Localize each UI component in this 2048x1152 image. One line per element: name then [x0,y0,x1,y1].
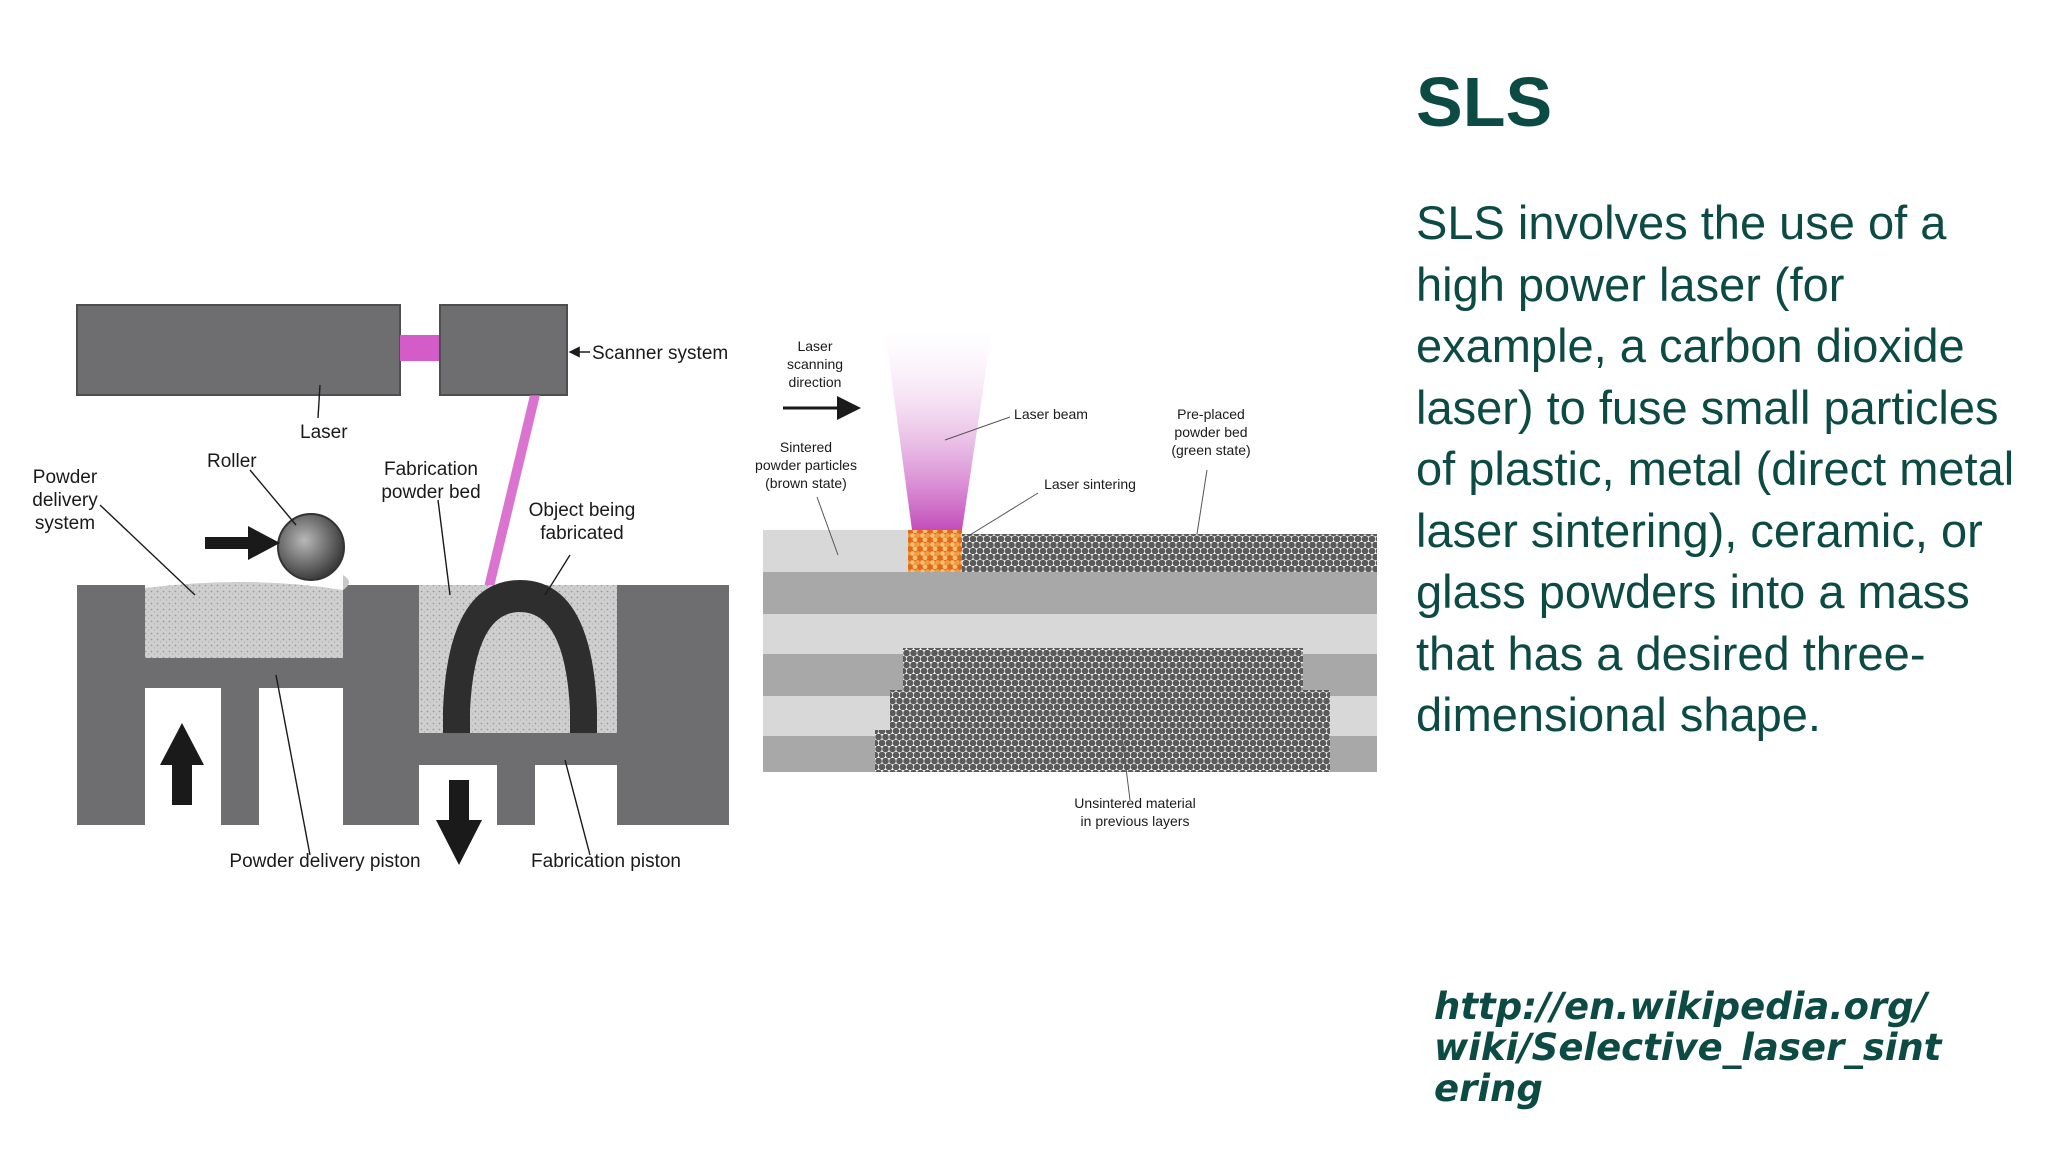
powder-delivery-piston-plate [145,658,343,688]
sls-diagram-svg: Scanner system Laser Roller Powder deliv… [32,304,1377,872]
label-powder-delivery-1: Powder [33,467,98,488]
label-powder-delivery-2: delivery [32,490,98,511]
label-scan-dir-2: scanning [787,356,843,372]
label-roller: Roller [207,451,257,472]
label-laser: Laser [300,422,348,443]
label-laser-sintering: Laser sintering [1044,476,1136,492]
fabrication-right-wall [617,585,729,825]
laser-beam-down [484,395,540,587]
label-sintered-3: (brown state) [765,475,847,491]
powder-delivery-piston-rod [221,688,259,825]
powder-delivery-right-wall [343,585,419,825]
fabrication-piston-plate [419,733,617,765]
label-scan-dir-1: Laser [797,338,832,354]
powder-delivery-left-wall [77,585,145,825]
slide-title: SLS [1416,63,1553,141]
roller-direction-arrow [205,526,280,560]
label-object-2: fabricated [540,523,623,544]
piston-down-arrow [436,780,482,865]
label-powder-delivery-3: system [35,513,95,534]
powder-mound [343,575,349,590]
object-being-fabricated [443,580,597,733]
laser-beam-horizontal [400,335,440,361]
preplaced-powder-bed [962,534,1377,572]
layer-3 [763,614,1377,654]
sintered-particles [908,530,962,572]
label-preplaced-3: (green state) [1171,442,1250,458]
label-preplaced-2: powder bed [1174,424,1247,440]
label-scan-dir-3: direction [789,374,842,390]
label-laser-beam: Laser beam [1014,406,1088,422]
scanner-unit [439,304,568,396]
laser-beam-cone [885,330,992,530]
unsintered-material [875,648,1330,772]
detail-diagram: Laser scanning direction Laser beam Pre-… [755,330,1377,829]
powder-delivery-powder [145,581,343,658]
label-preplaced-1: Pre-placed [1177,406,1245,422]
slide-body-text: SLS involves the use of a high power las… [1416,196,2015,741]
label-unsintered-1: Unsintered material [1074,795,1195,811]
label-sintered-1: Sintered [780,439,832,455]
sls-diagram: Scanner system Laser Roller Powder deliv… [0,290,1390,910]
layer-top-left [763,530,908,572]
label-object-1: Object being [529,500,636,521]
label-unsintered-2: in previous layers [1081,813,1190,829]
label-scanner-system: Scanner system [592,343,728,364]
laser-unit [76,304,401,396]
label-fab-bed-1: Fabrication [384,459,478,480]
label-sintered-2: powder particles [755,457,857,473]
source-link[interactable]: http://en.wikipedia.org/wiki/Selective_l… [1434,985,1942,1110]
label-powder-delivery-piston: Powder delivery piston [229,851,420,872]
machine-diagram: Scanner system Laser Roller Powder deliv… [32,304,729,872]
piston-up-arrow [160,723,204,805]
roller [277,513,345,581]
layer-2 [763,572,1377,614]
fabrication-piston-rod [497,765,535,825]
label-fabrication-piston: Fabrication piston [531,851,681,872]
label-fab-bed-2: powder bed [381,482,480,503]
